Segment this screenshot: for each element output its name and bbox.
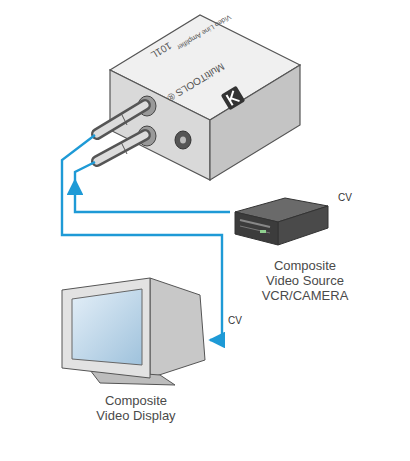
signal-label: CV — [336, 192, 354, 204]
video-cable — [75, 180, 230, 212]
video-display-device: Composite Video Display — [60, 275, 210, 427]
monitor-device — [62, 278, 205, 385]
signal-label: CV — [226, 315, 244, 327]
device-caption: Composite Video Display — [90, 393, 182, 423]
device-model-name: Video Line Amplifier — [174, 11, 233, 53]
device-brand: MultiTOOLS ® — [165, 60, 227, 104]
device-caption: Composite Video Source VCR/CAMERA — [257, 258, 353, 303]
amplifier-device: Video Line Amplifier101LMultiTOOLS ® — [55, 10, 305, 180]
vcr-device — [235, 198, 328, 245]
video-source-device: Composite Video Source VCR/CAMERA — [230, 190, 380, 307]
device-number: 101L — [148, 39, 173, 61]
video-cable — [62, 180, 222, 340]
